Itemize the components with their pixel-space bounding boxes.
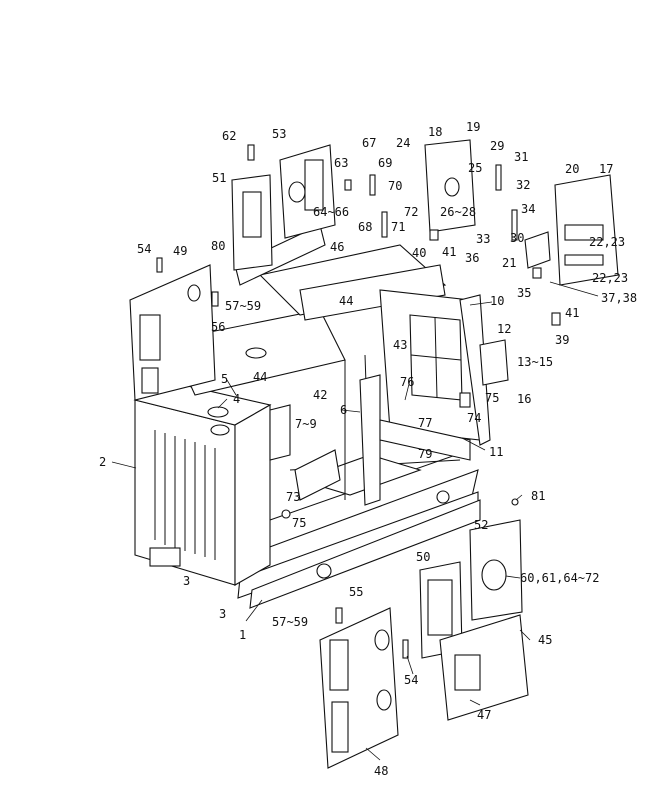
callout-3-a: 3: [183, 574, 190, 588]
callout-30: 30: [510, 231, 524, 245]
panel-53: [279, 144, 336, 239]
callout-55: 55: [349, 585, 363, 599]
callout-22-23-b: 22,23: [592, 271, 628, 285]
callout-36: 36: [465, 251, 479, 265]
hardware: [156, 144, 561, 659]
callout-62: 62: [222, 129, 236, 143]
callout-73: 73: [286, 490, 300, 504]
callout-37-38: 37,38: [601, 291, 637, 305]
door-52: [469, 519, 523, 621]
radiator-assembly: [133, 381, 272, 586]
callout-19: 19: [466, 120, 480, 134]
callout-63: 63: [334, 156, 348, 170]
callout-81: 81: [531, 489, 545, 503]
callout-67: 67: [362, 136, 376, 150]
panel-51: [231, 174, 273, 271]
callout-11: 11: [489, 445, 503, 459]
callout-35: 35: [517, 286, 531, 300]
callout-16: 16: [517, 392, 531, 406]
panel-18: [424, 139, 476, 233]
callout-25: 25: [468, 161, 482, 175]
callout-57-59-a: 57~59: [225, 299, 261, 313]
callout-54-a: 54: [137, 242, 151, 256]
door-45: [439, 614, 529, 721]
callout-12: 12: [497, 322, 511, 336]
callout-56: 56: [211, 320, 225, 334]
callout-64-66: 64~66: [313, 205, 349, 219]
callout-20: 20: [565, 162, 579, 176]
callout-34: 34: [521, 202, 535, 216]
callout-labels: 62 53 51 67 63 69 70 24 18 19 29 31 25 3…: [99, 120, 637, 778]
callout-68: 68: [358, 220, 372, 234]
callout-44-b: 44: [253, 370, 267, 384]
door-48: [319, 607, 399, 769]
base-frame: [237, 449, 481, 609]
callout-4: 4: [233, 392, 240, 406]
callout-57-59-b: 57~59: [272, 615, 308, 629]
callout-50: 50: [416, 550, 430, 564]
callout-71: 71: [391, 220, 405, 234]
callout-26-28: 26~28: [440, 205, 476, 219]
callout-47: 47: [477, 708, 491, 722]
callout-39: 39: [555, 333, 569, 347]
callout-24: 24: [396, 136, 410, 150]
callout-76: 76: [400, 375, 414, 389]
callout-31: 31: [514, 150, 528, 164]
leader-lines: [111, 281, 599, 761]
callout-18: 18: [428, 125, 442, 139]
callout-54-b: 54: [404, 673, 418, 687]
callout-79: 79: [418, 447, 432, 461]
callout-74: 74: [467, 411, 481, 425]
panel-49: [129, 264, 216, 401]
callout-75-a: 75: [485, 391, 499, 405]
callout-46: 46: [330, 240, 344, 254]
callout-13-15: 13~15: [517, 355, 553, 369]
door-50: [419, 561, 463, 659]
callout-70: 70: [388, 179, 402, 193]
callout-52: 52: [474, 518, 488, 532]
callout-5: 5: [221, 372, 228, 386]
callout-10: 10: [490, 294, 504, 308]
radiator-fins: [154, 430, 216, 560]
callout-45: 45: [538, 633, 552, 647]
callout-75-b: 75: [292, 516, 306, 530]
callout-2: 2: [99, 455, 106, 469]
callout-60-61-64-72: 60,61,64~72: [520, 571, 599, 585]
callout-48: 48: [374, 764, 388, 778]
callout-6: 6: [340, 403, 347, 417]
callout-17: 17: [599, 162, 613, 176]
callout-33: 33: [476, 232, 490, 246]
callout-41-b: 41: [565, 306, 579, 320]
callout-80: 80: [211, 239, 225, 253]
callout-41-a: 41: [442, 245, 456, 259]
callout-43: 43: [393, 338, 407, 352]
callout-42: 42: [313, 388, 327, 402]
callout-32: 32: [516, 178, 530, 192]
callout-49: 49: [173, 244, 187, 258]
callout-44-a: 44: [339, 294, 353, 308]
callout-3-b: 3: [219, 607, 226, 621]
callout-21: 21: [502, 256, 516, 270]
panel-12: [479, 339, 509, 386]
rear-frame: [379, 289, 491, 461]
callout-7-9: 7~9: [295, 417, 317, 431]
callout-29: 29: [490, 139, 504, 153]
callout-53: 53: [272, 127, 286, 141]
callout-69: 69: [378, 156, 392, 170]
callout-40: 40: [412, 246, 426, 260]
callout-1: 1: [239, 628, 246, 642]
panel-17: [524, 174, 619, 286]
callout-72: 72: [404, 205, 418, 219]
callout-22-23-a: 22,23: [589, 235, 625, 249]
callout-77: 77: [418, 416, 432, 430]
callout-51: 51: [212, 171, 226, 185]
